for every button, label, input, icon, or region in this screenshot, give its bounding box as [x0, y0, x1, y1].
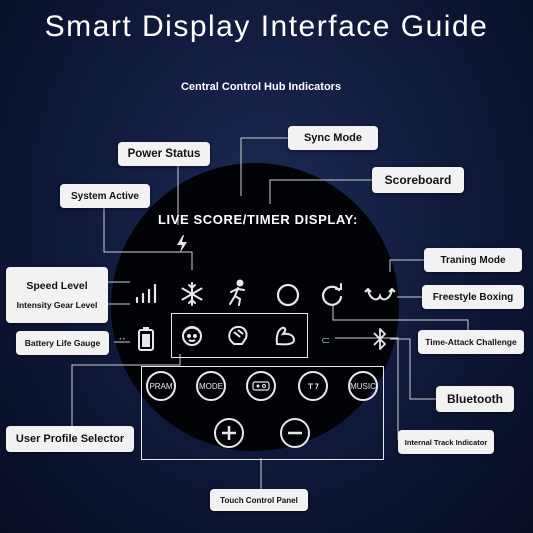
- lightning-icon: [177, 235, 187, 253]
- battery-dots: ··: [119, 334, 126, 345]
- face-icon[interactable]: [178, 322, 206, 350]
- svg-text:⊂: ⊂: [321, 334, 330, 347]
- display-toggle-icon: [252, 381, 270, 391]
- user-profile-box: [171, 313, 308, 358]
- live-score-timer-label: LIVE SCORE/TIMER DISPLAY:: [158, 212, 358, 227]
- pram-button[interactable]: PRAM: [146, 371, 176, 401]
- timer-icon: [308, 383, 319, 390]
- track-dot-icon: ⊂: [321, 334, 330, 347]
- bluetooth-icon: [373, 328, 386, 350]
- callout-internal-track-indicator: Internal Track Indicator: [398, 430, 494, 454]
- callout-freestyle-boxing: Freestyle Boxing: [422, 285, 524, 309]
- callout-bluetooth: Bluetooth: [436, 386, 514, 412]
- minus-icon[interactable]: [279, 417, 311, 449]
- plus-icon[interactable]: [213, 417, 245, 449]
- callout-training-mode: Traning Mode: [424, 248, 522, 272]
- music-button[interactable]: MUSIC: [348, 371, 378, 401]
- callout-time-attack-challenge: Time-Attack Challenge: [418, 330, 524, 354]
- timer-button[interactable]: [298, 371, 328, 401]
- intensity-gear-level-label: Intensity Gear Level: [16, 299, 98, 310]
- callout-user-profile-selector: User Profile Selector: [6, 426, 134, 452]
- callout-power-status: Power Status: [118, 142, 210, 166]
- callout-battery-life-gauge: Battery Life Gauge: [16, 331, 109, 355]
- display-button[interactable]: [246, 371, 276, 401]
- battery-icon: [138, 327, 154, 351]
- callout-system-active: System Active: [60, 184, 150, 208]
- page-subtitle: Central Control Hub Indicators: [180, 81, 342, 93]
- boxing-glove-icon[interactable]: [224, 322, 252, 350]
- refresh-icon: [321, 283, 343, 306]
- display-disc: [111, 163, 399, 451]
- snowflake-icon: [181, 282, 203, 306]
- flexed-arm-icon[interactable]: [272, 322, 300, 350]
- callout-sync-mode: Sync Mode: [288, 126, 378, 150]
- signal-bars-icon: [135, 283, 157, 304]
- circle-icon: [276, 283, 300, 307]
- callout-speed-level: Speed Level Intensity Gear Level: [6, 267, 108, 323]
- mode-button[interactable]: MODE: [196, 371, 226, 401]
- speed-level-label: Speed Level: [26, 279, 88, 292]
- callout-scoreboard: Scoreboard: [372, 167, 464, 193]
- touch-control-panel: [141, 366, 384, 460]
- runner-icon: [229, 279, 245, 306]
- page-title: Smart Display Interface Guide: [44, 10, 489, 43]
- swirl-arrows-icon: [364, 287, 396, 301]
- callout-touch-control-panel: Touch Control Panel: [210, 489, 308, 511]
